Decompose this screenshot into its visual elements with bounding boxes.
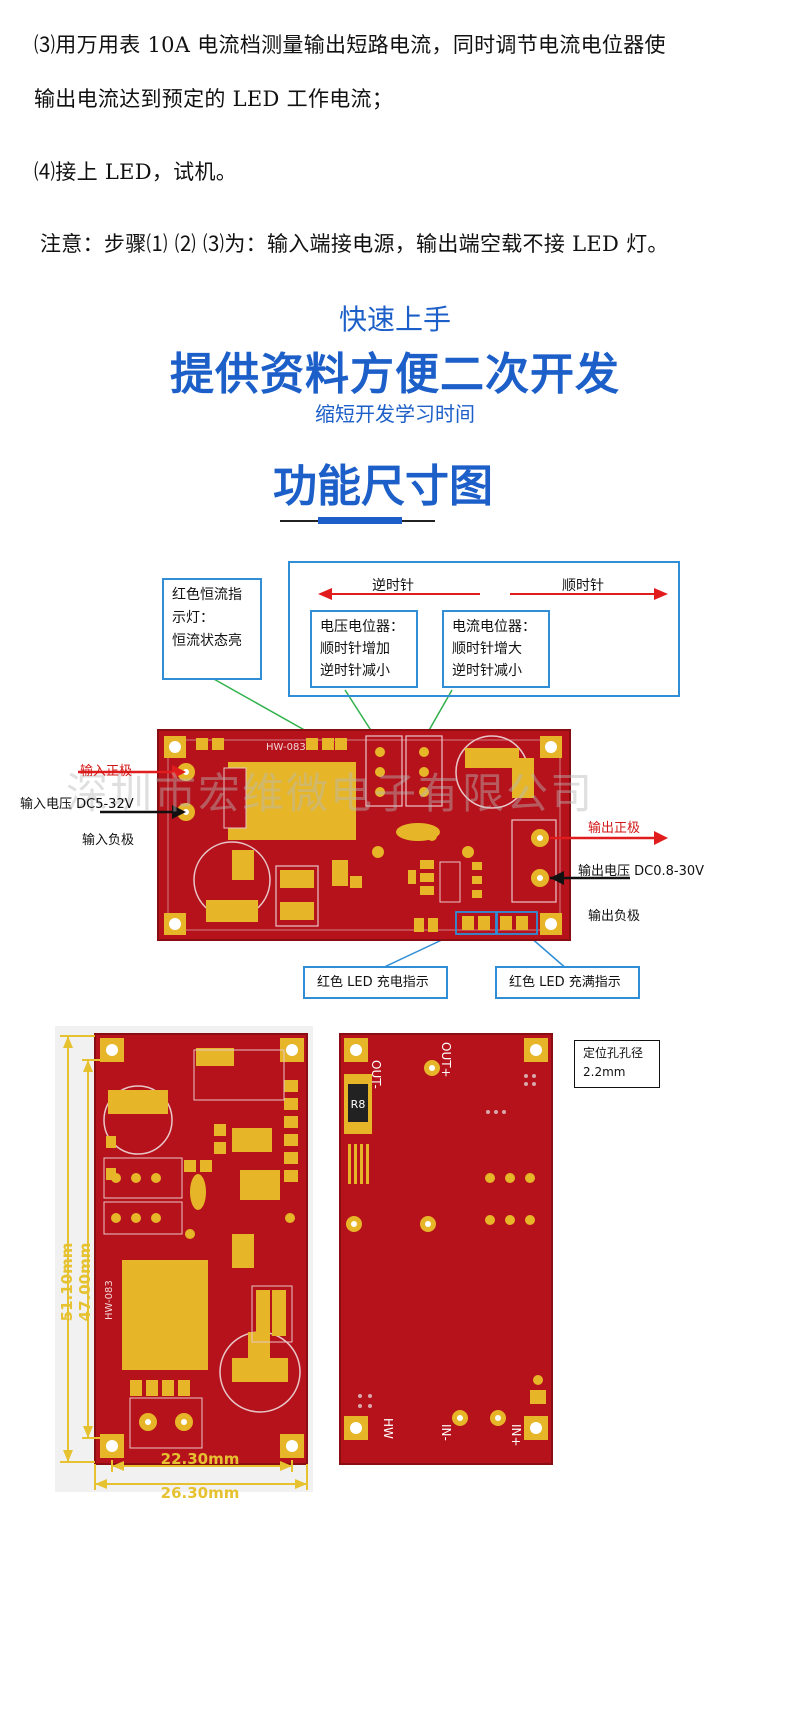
watermark: 深圳市宏维微电子有限公司 xyxy=(66,769,594,818)
input-positive-label: 输入正极 xyxy=(80,764,133,779)
dim-height-inner: 47.00mm xyxy=(76,1243,94,1322)
potentiometer-frame xyxy=(288,561,680,697)
current-pot-cw: 顺时针增大 xyxy=(452,641,522,657)
board-mark-vertical: HW-083 xyxy=(104,1280,115,1320)
ccw-label: 逆时针 xyxy=(372,578,414,594)
voltage-pot-ccw: 逆时针减小 xyxy=(320,663,390,679)
board-mark: HW-083 xyxy=(266,742,306,753)
current-pot-ccw: 逆时针减小 xyxy=(452,663,522,679)
red-led-callout-line-1: 红色恒流指 xyxy=(172,587,242,603)
title-underline-accent xyxy=(318,517,402,524)
red-led-callout: 红色恒流指 示灯： 恒流状态亮 xyxy=(162,578,262,680)
dim-width-outer: 26.30mm xyxy=(161,1484,240,1500)
pcb-front-vertical: HW-083 xyxy=(94,1033,308,1465)
output-positive-label: 输出正极 xyxy=(588,821,641,836)
voltage-pot-cw: 顺时针增加 xyxy=(320,641,390,657)
led-charge-callout: 红色 LED 充电指示 xyxy=(303,966,448,999)
led-full-callout: 红色 LED 充满指示 xyxy=(495,966,640,999)
back-label-in-minus: IN- xyxy=(439,1424,453,1441)
dim-width-inner: 22.30mm xyxy=(161,1450,240,1468)
voltage-pot-callout: 电压电位器： 顺时针增加 逆时针减小 xyxy=(310,610,418,688)
back-label-r8: R8 xyxy=(351,1098,366,1111)
dim-height-outer: 51.10mm xyxy=(58,1243,76,1322)
voltage-pot-title: 电压电位器： xyxy=(320,619,404,635)
current-pot-title: 电流电位器： xyxy=(452,619,536,635)
step-3-line-1: ⑶用万用表 10A 电流档测量输出短路电流，同时调节电流电位器使 xyxy=(34,33,666,57)
input-voltage-label: 输入电压 DC5-32V xyxy=(20,797,134,812)
output-negative-label: 输出负极 xyxy=(588,909,641,924)
banner-big-title: 提供资料方便二次开发 xyxy=(170,349,620,400)
red-led-callout-line-3: 恒流状态亮 xyxy=(172,633,242,649)
banner-subtitle: 缩短开发学习时间 xyxy=(315,402,475,426)
cw-label: 顺时针 xyxy=(562,578,604,594)
back-label-hw: HW xyxy=(381,1418,395,1439)
step-4: ⑷接上 LED，试机。 xyxy=(34,160,238,184)
pcb-back: R8 OUT- OUT+ HW IN- IN+ xyxy=(339,1033,553,1465)
hole-diameter-note: 定位孔孔径 2.2mm xyxy=(574,1040,660,1088)
back-label-out-minus: OUT- xyxy=(369,1060,383,1089)
input-negative-label: 输入负极 xyxy=(82,833,135,848)
output-voltage-label: 输出电压 DC0.8-30V xyxy=(578,864,705,879)
step-3-line-2: 输出电流达到预定的 LED 工作电流； xyxy=(34,87,394,111)
hole-note-line-2: 2.2mm xyxy=(583,1065,626,1079)
red-led-callout-line-2: 示灯： xyxy=(172,610,214,626)
hole-note-line-1: 定位孔孔径 xyxy=(583,1046,644,1060)
back-label-out-plus: OUT+ xyxy=(439,1042,453,1078)
dimension-drawings: HW-083 51.10mm 47.00mm 22.30mm 26.30mm R… xyxy=(55,1026,553,1500)
current-pot-callout: 电流电位器： 顺时针增大 逆时针减小 xyxy=(442,610,550,688)
banner-small-title: 快速上手 xyxy=(338,303,451,336)
section-title: 功能尺寸图 xyxy=(273,461,493,512)
pcb-front: HW-083 xyxy=(157,729,571,941)
back-label-in-plus: IN+ xyxy=(509,1424,523,1447)
board-front-diagram: HW-083 深圳市宏维微电子有限公司 xyxy=(66,561,680,971)
note: 注意：步骤⑴ ⑵ ⑶为：输入端接电源，输出端空载不接 LED 灯。 xyxy=(40,232,669,256)
